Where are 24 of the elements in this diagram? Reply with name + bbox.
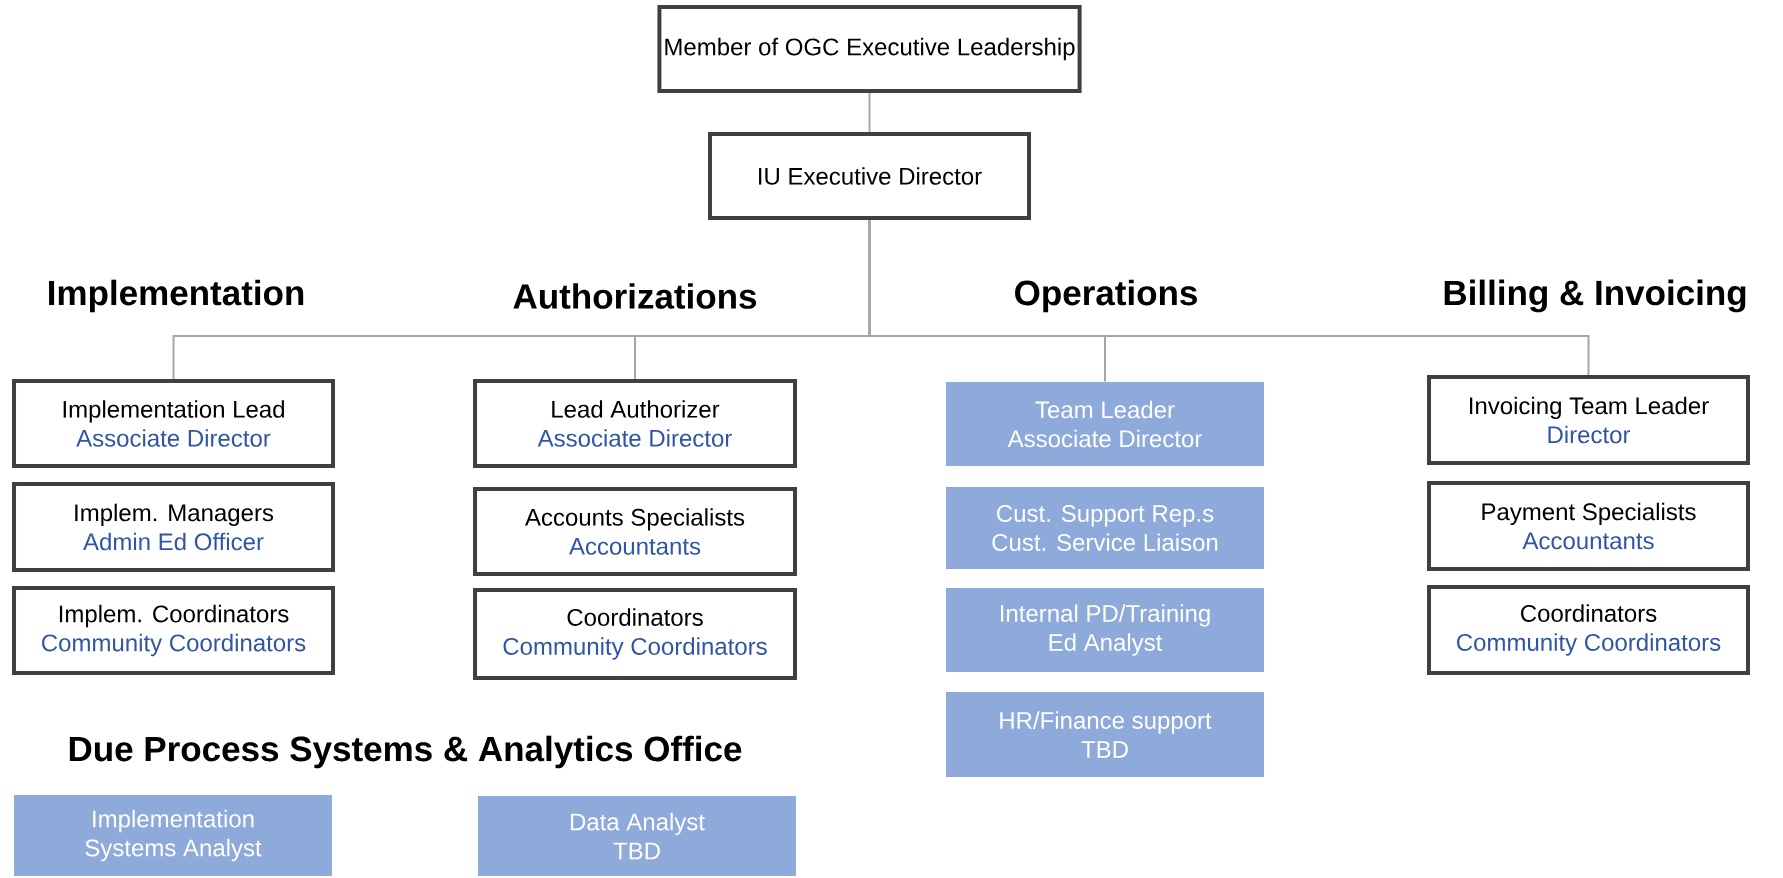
role-box: Implementation Systems Analyst — [14, 795, 332, 876]
connector-line — [868, 219, 1590, 376]
role-box: Coordinators Community Coordinators — [473, 588, 797, 680]
role-box: IU Executive Director — [708, 132, 1031, 220]
role-box: Payment Specialists Accountants — [1427, 481, 1750, 571]
role-box: HR/Finance support TBD — [946, 692, 1264, 777]
role-box: Coordinators Community Coordinators — [1427, 585, 1750, 675]
role-box: Implementation Lead Associate Director — [12, 379, 335, 468]
role-box: Lead Authorizer Associate Director — [473, 379, 797, 468]
role-box: Implem. Coordinators Community Coordinators — [12, 586, 335, 675]
role-box: Cust. Support Rep.s Cust. Service Liaison — [946, 487, 1264, 569]
role-box: Invoicing Team Leader Director — [1427, 375, 1750, 465]
role-box: Implem. Managers Admin Ed Officer — [12, 482, 335, 572]
role-box: Member of OGC Executive Leadership — [657, 5, 1082, 93]
role-box: Internal PD/Training Ed Analyst — [946, 588, 1264, 672]
role-box: Team Leader Associate Director — [946, 382, 1264, 466]
section-heading: Due Process Systems & Analytics Office — [69, 735, 742, 769]
role-box: Accounts Specialists Accountants — [473, 487, 797, 576]
section-heading: Implementation — [49, 279, 304, 313]
section-heading: Billing & Invoicing — [1444, 279, 1746, 313]
section-heading: Operations — [1015, 279, 1197, 313]
connector-line — [868, 92, 871, 133]
role-box: Data Analyst TBD — [478, 796, 796, 876]
section-heading: Authorizations — [513, 283, 757, 309]
